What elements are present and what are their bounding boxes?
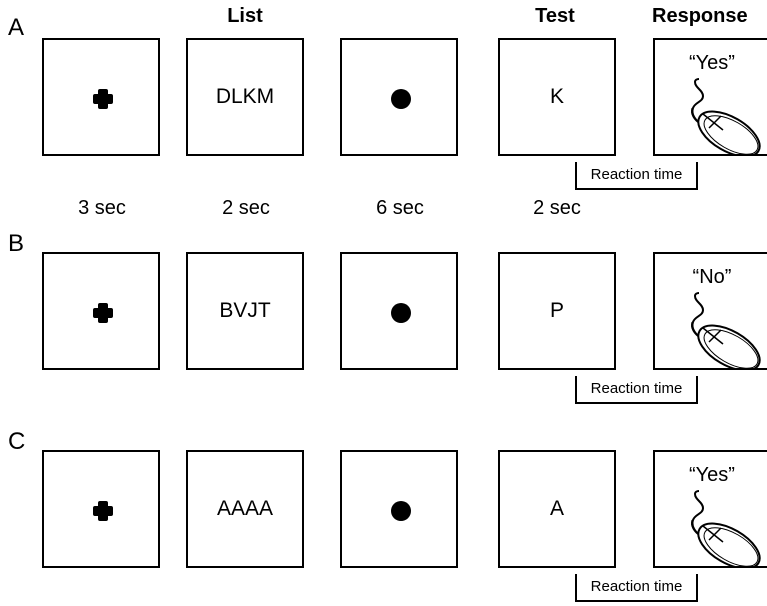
dot-icon: [391, 89, 411, 109]
test-letter: A: [549, 497, 564, 520]
fixation-frame-c: [42, 450, 160, 568]
list-frame-c: AAAA: [186, 450, 304, 568]
response-frame-a: “Yes”: [653, 38, 767, 156]
response-text: “No”: [692, 266, 732, 288]
test-letter: P: [549, 299, 564, 322]
test-frame-a: K: [498, 38, 616, 156]
list-letters: AAAA: [216, 497, 274, 520]
list-letters: BVJT: [219, 299, 271, 322]
fixation-frame-b: [42, 252, 160, 370]
fixation-frame-a: [42, 38, 160, 156]
list-frame-a: DLKM: [186, 38, 304, 156]
response-text: “Yes”: [689, 52, 735, 74]
test-frame-b: P: [498, 252, 616, 370]
panel-letter-a: A: [8, 14, 25, 41]
timing-fixation: 3 sec: [78, 197, 126, 219]
computer-mouse-icon: [691, 490, 761, 566]
header-test: Test: [535, 5, 575, 27]
plus-icon: [93, 89, 113, 109]
timing-list: 2 sec: [222, 197, 270, 219]
response-frame-b: “No”: [653, 252, 767, 370]
panel-letter-c: C: [8, 428, 26, 455]
delay-frame-b: [340, 252, 458, 370]
header-list: List: [227, 5, 263, 27]
computer-mouse-icon: [691, 292, 761, 368]
reaction-time-bracket-c: Reaction time: [575, 574, 698, 602]
delay-frame-a: [340, 38, 458, 156]
panel-letter-b: B: [8, 230, 25, 257]
list-letters: DLKM: [215, 85, 275, 108]
timing-test: 2 sec: [533, 197, 581, 219]
response-frame-c: “Yes”: [653, 450, 767, 568]
reaction-time-label: Reaction time: [590, 380, 683, 397]
plus-icon: [93, 501, 113, 521]
dot-icon: [391, 303, 411, 323]
test-frame-c: A: [498, 450, 616, 568]
timing-delay: 6 sec: [376, 197, 424, 219]
test-letter: K: [549, 85, 564, 108]
dot-icon: [391, 501, 411, 521]
reaction-time-label: Reaction time: [590, 578, 683, 595]
list-frame-b: BVJT: [186, 252, 304, 370]
computer-mouse-icon: [691, 78, 761, 154]
response-text: “Yes”: [689, 464, 735, 486]
reaction-time-label: Reaction time: [590, 166, 683, 183]
delay-frame-c: [340, 450, 458, 568]
reaction-time-bracket-b: Reaction time: [575, 376, 698, 404]
reaction-time-bracket-a: Reaction time: [575, 162, 698, 190]
plus-icon: [93, 303, 113, 323]
header-response: Response: [652, 5, 748, 27]
